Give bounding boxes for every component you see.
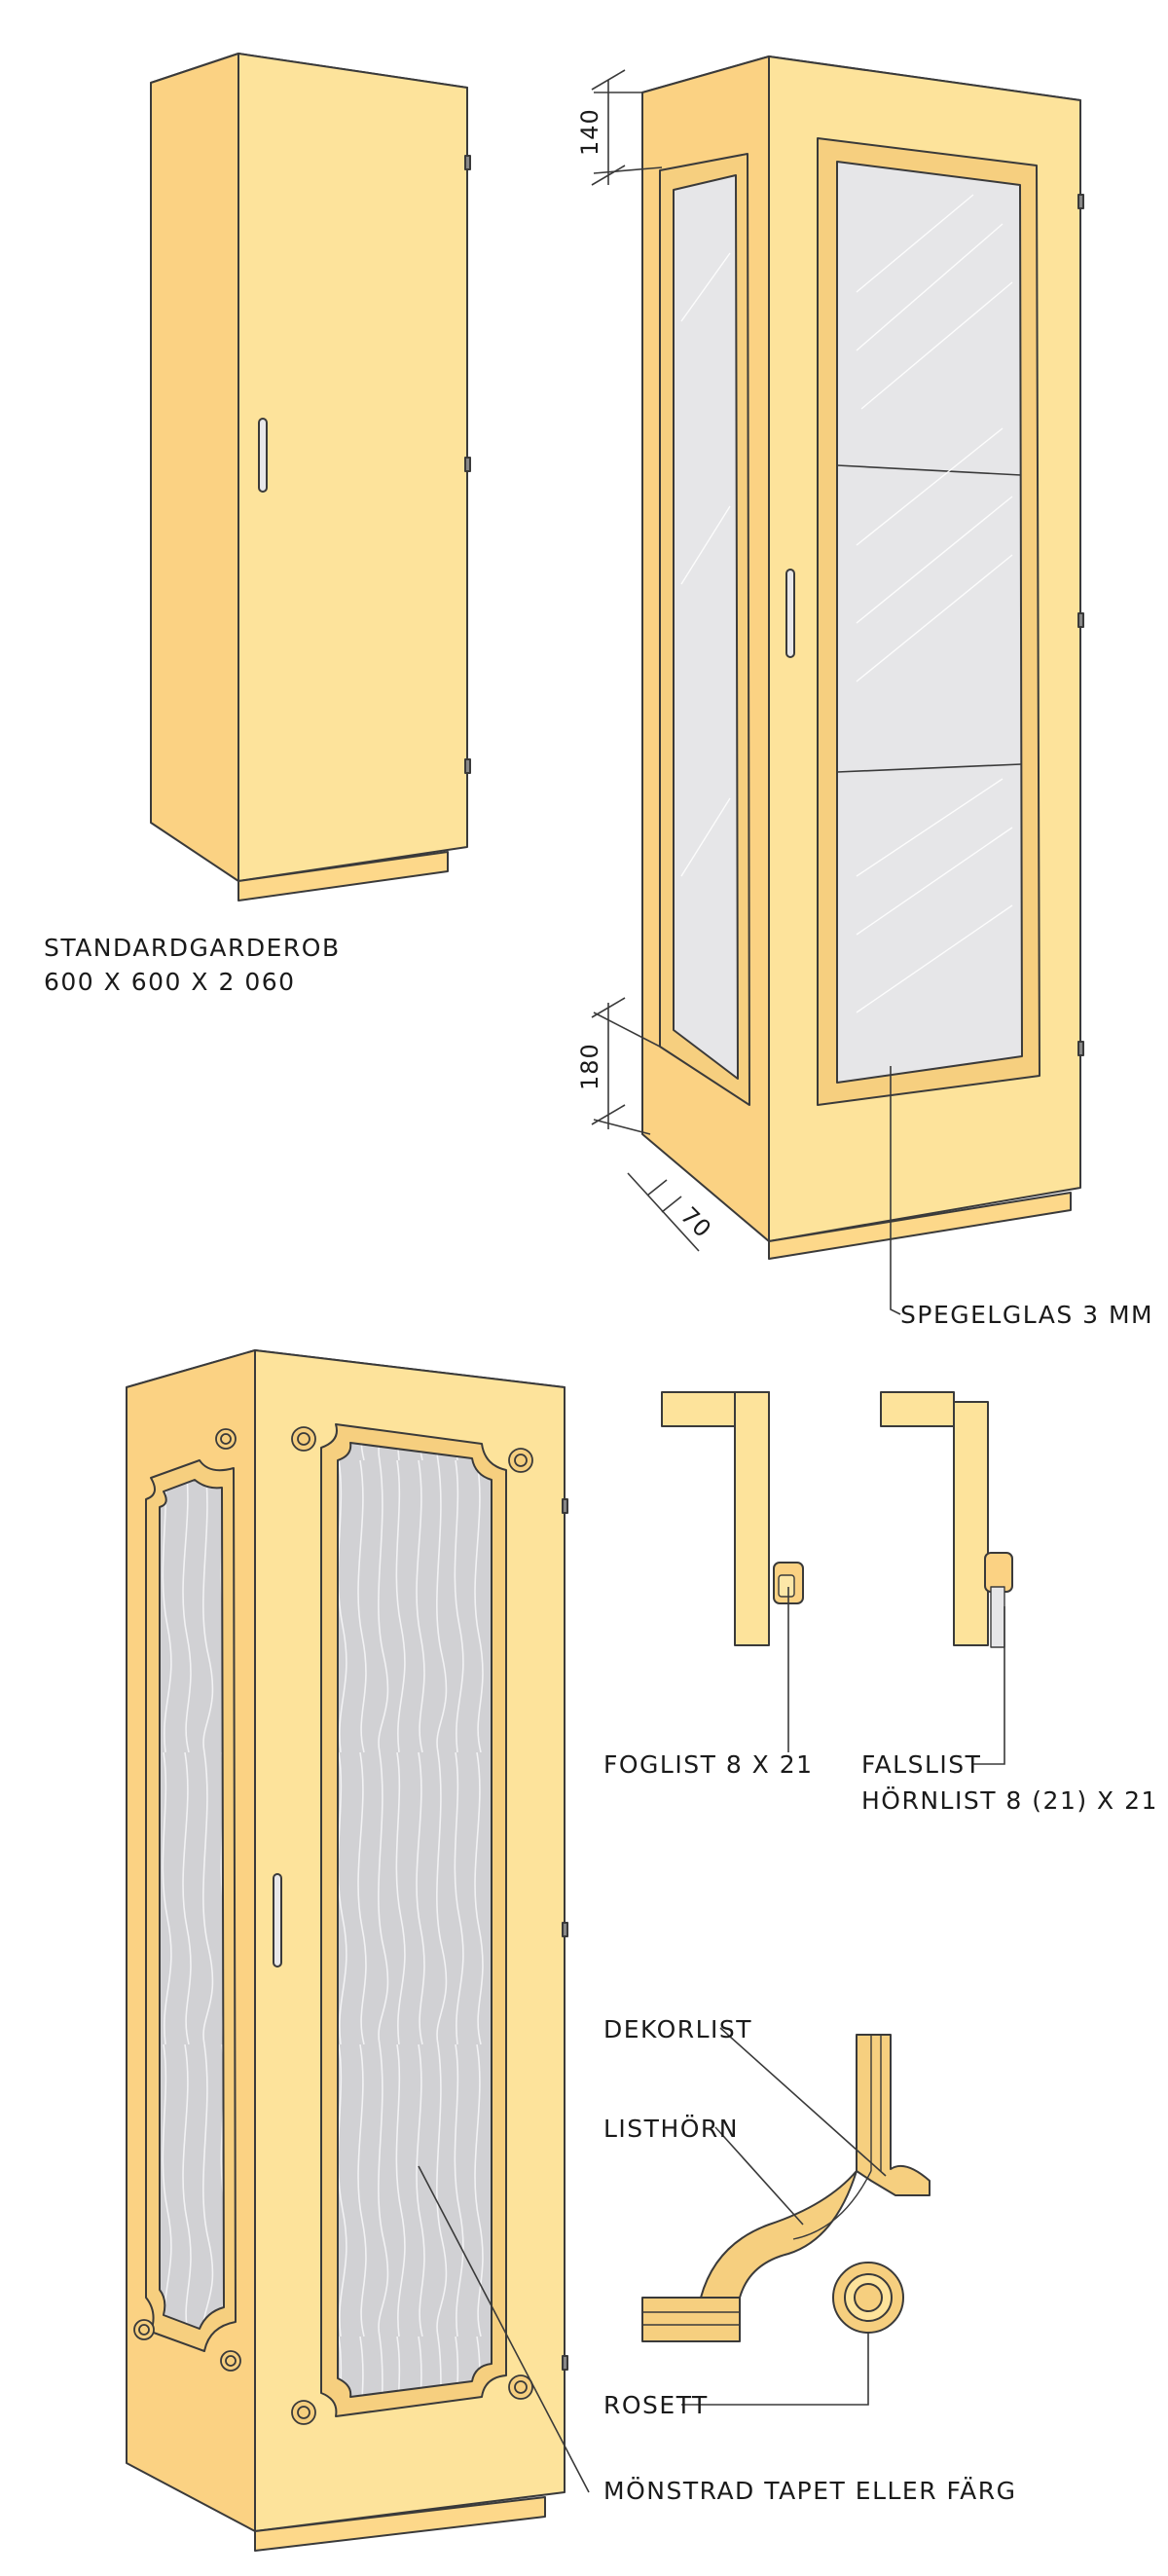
label-dekorlist: DEKORLIST (603, 2015, 753, 2043)
foglist-door-section (734, 1391, 770, 1646)
dim-70-line (627, 1172, 700, 1252)
horizontal-decor-molding (641, 2297, 741, 2342)
falslist-door-section (953, 1401, 989, 1646)
rosett-detail-icon (832, 2262, 904, 2334)
label-listhorn: LISTHÖRN (603, 2115, 739, 2143)
dim-70-text: 70 (675, 1201, 717, 1243)
rosett-icon (291, 2400, 316, 2425)
decor-wardrobe-plinth (254, 2496, 546, 2552)
rosett-icon (291, 1426, 316, 1452)
hinge-middle (464, 457, 471, 472)
door-handle (258, 418, 268, 493)
falslist-glass (990, 1586, 1005, 1648)
falslist-detail (880, 1391, 1013, 1648)
decor-door-handle (273, 1873, 282, 1968)
leader-monstrad (418, 2165, 590, 2493)
label-hornlist: HÖRNLIST 8 (21) X 21 (861, 1786, 1158, 1815)
decor-hinge-middle (562, 1922, 568, 1937)
label-spegelglas: SPEGELGLAS 3 MM (900, 1301, 1154, 1329)
dim-180-text: 180 (576, 1043, 603, 1090)
leader-spegelglas (890, 1066, 901, 1315)
foglist-detail (661, 1391, 804, 1646)
hinge-top (464, 155, 471, 170)
mirror-door-handle (785, 569, 795, 658)
vertical-decor-molding (856, 2034, 931, 2196)
decor-hinge-bottom (562, 2355, 568, 2371)
falslist-top-board (880, 1391, 955, 1427)
rosettes (133, 1426, 533, 2425)
leader-dekorlist (719, 2027, 887, 2177)
dimension-lines (591, 69, 700, 1252)
listhorn-detail (641, 2034, 931, 2342)
corner-molding (700, 2170, 858, 2299)
rosett-icon (508, 2374, 533, 2400)
mirror-hinge-bottom (1077, 1041, 1084, 1056)
leader-rosett (681, 2332, 869, 2406)
wardrobe-side (150, 53, 239, 882)
decor-hinge-top (562, 1498, 568, 1514)
mirror-joint-lower (836, 763, 1022, 773)
wardrobe-door (237, 53, 468, 882)
rosett-icon (508, 1448, 533, 1473)
leader-listhorn (714, 2126, 804, 2226)
label-monstrad: MÖNSTRAD TAPET ELLER FÄRG (603, 2477, 1017, 2505)
mirror-wardrobe-plinth (768, 1192, 1072, 1260)
side-mirror-glass (673, 174, 739, 1080)
mirror-hinge-middle (1077, 612, 1084, 628)
hinge-bottom (464, 758, 471, 774)
rosett-icon (133, 2319, 155, 2340)
label-rosett: ROSETT (603, 2391, 709, 2419)
standard-wardrobe-title: STANDARDGARDEROB (44, 934, 341, 962)
wardrobe-plinth (237, 851, 449, 902)
side-wallpaper-panel (159, 1479, 225, 2330)
dim-140-text: 140 (576, 108, 603, 156)
listhorn-leaders (681, 2027, 887, 2406)
decor-wardrobe (126, 1349, 568, 2552)
mirror-joint-upper (836, 464, 1022, 476)
rosett-icon (215, 1428, 237, 1450)
front-wallpaper-panel (337, 1442, 493, 2398)
label-foglist: FOGLIST 8 X 21 (603, 1750, 814, 1779)
rosett-icon (220, 2350, 241, 2372)
label-falslist: FALSLIST (861, 1750, 982, 1779)
standard-wardrobe-size: 600 X 600 X 2 060 (44, 968, 296, 996)
glass-reflections (680, 194, 1013, 1013)
falslist-profile (984, 1552, 1013, 1593)
mirror-wardrobe (641, 55, 1084, 1260)
standard-wardrobe (150, 53, 471, 902)
leader-falslist (973, 1606, 1005, 1765)
mirror-hinge-top (1077, 194, 1084, 209)
